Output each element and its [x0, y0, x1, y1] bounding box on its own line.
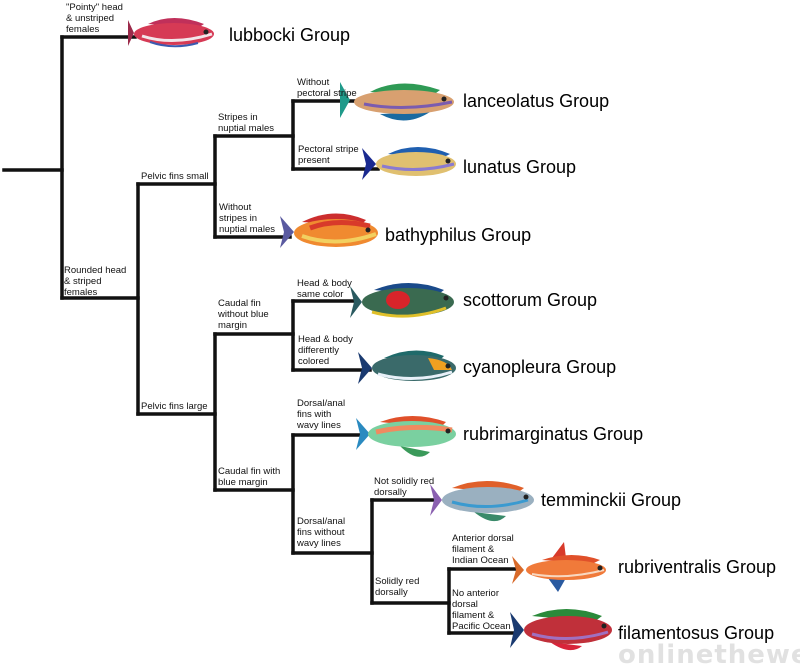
label-without-stripes: Without stripes in nuptial males [219, 202, 275, 235]
label-solidly-red: Solidly red dorsally [375, 576, 420, 598]
fish-icon-lanceolatus [340, 82, 454, 121]
watermark: onlinethewetpet [618, 640, 800, 670]
fish-icon-rubriventralis [512, 542, 606, 592]
group-label-lunatus: lunatus Group [463, 157, 577, 177]
label-head-body-same: Head & body same color [297, 278, 352, 300]
group-label-temminckii: temminckii Group [541, 490, 682, 510]
label-wavy-lines: Dorsal/anal fins with wavy lines [297, 398, 346, 431]
label-stripes-nuptial: Stripes in nuptial males [218, 112, 274, 134]
group-label-scottorum: scottorum Group [463, 290, 598, 310]
label-anterior-filament: Anterior dorsal filament & Indian Ocean [452, 533, 514, 566]
label-pointy-head: "Pointy" head & unstriped females [66, 2, 123, 35]
fish-icon-bathyphilus [280, 213, 378, 248]
group-label-lubbocki: lubbocki Group [229, 25, 351, 45]
group-label-lanceolatus: lanceolatus Group [463, 91, 610, 111]
fish-icon-lunatus [362, 147, 456, 180]
label-caudal-without-blue: Caudal fin without blue margin [218, 298, 269, 331]
label-pelvic-large: Pelvic fins large [141, 401, 208, 412]
label-no-anterior-filament: No anterior dorsal filament & Pacific Oc… [452, 588, 511, 632]
fish-icon-cyanopleura [358, 350, 456, 384]
group-label-rubriventralis: rubriventralis Group [618, 557, 777, 577]
group-label-bathyphilus: bathyphilus Group [385, 225, 532, 245]
label-head-body-different: Head & body differently colored [298, 334, 353, 367]
label-rounded-head: Rounded head & striped females [64, 265, 127, 298]
label-pelvic-small: Pelvic fins small [141, 171, 209, 182]
group-label-cyanopleura: cyanopleura Group [463, 357, 617, 377]
label-no-wavy-lines: Dorsal/anal fins without wavy lines [297, 516, 346, 549]
fish-icon-rubrimarginatus [356, 416, 456, 457]
label-without-pectoral: Without pectoral stripe [297, 77, 357, 99]
fish-icon-filamentosus [510, 609, 612, 651]
label-pectoral-present: Pectoral stripe present [298, 144, 359, 166]
fish-icon-temminckii [430, 481, 534, 522]
group-label-filamentosus: filamentosus Group [618, 623, 775, 643]
fish-icon-scottorum [350, 283, 454, 318]
label-caudal-with-blue: Caudal fin with blue margin [218, 466, 281, 488]
label-not-solidly-red: Not solidly red dorsally [374, 476, 435, 498]
group-label-rubrimarginatus: rubrimarginatus Group [463, 424, 644, 444]
fish-icon-lubbocki [128, 18, 214, 48]
